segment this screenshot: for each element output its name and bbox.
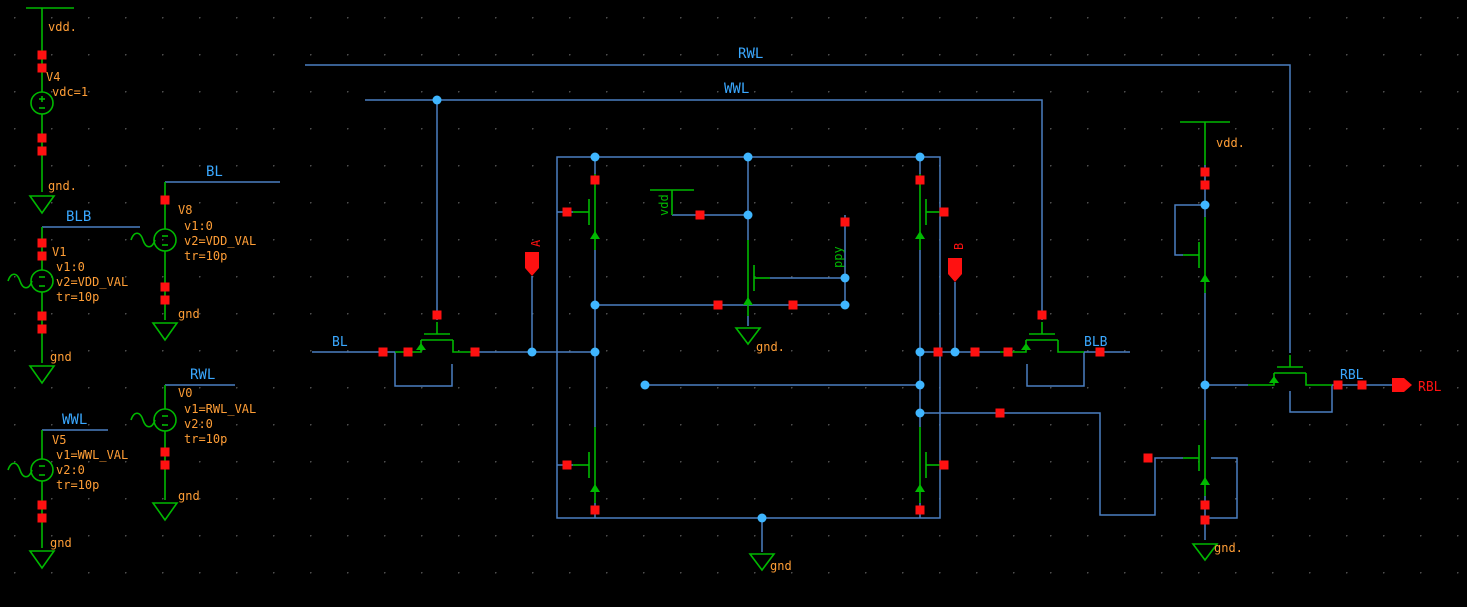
label-v4-gnd[interactable]: gnd. <box>48 179 77 193</box>
label-v8-gnd[interactable]: gnd <box>178 307 200 321</box>
port-label-a[interactable]: A <box>529 239 543 247</box>
label-v0-name[interactable]: V0 <box>178 386 192 400</box>
gnd-symbol-v8[interactable] <box>151 322 179 342</box>
net-label-blb[interactable]: BLB <box>1084 335 1108 350</box>
diode-loop <box>1174 204 1205 256</box>
label-v1-name[interactable]: V1 <box>52 245 66 259</box>
port-label-b[interactable]: B <box>952 243 966 250</box>
net-label-wwl-src[interactable]: WWL <box>62 412 87 428</box>
gnd-symbol-v0[interactable] <box>151 502 179 522</box>
gnd-symbol-v4[interactable] <box>28 195 56 215</box>
net-label-rwl-src[interactable]: RWL <box>190 367 215 383</box>
labels: vdd. V4 vdc=1 gnd. BLB V1 v1:0 v2=VDD_VA… <box>46 20 1442 573</box>
gnd-symbol-right[interactable] <box>1191 543 1219 562</box>
net-label-rbl[interactable]: RBL <box>1340 368 1364 383</box>
label-vdd-right[interactable]: vdd. <box>1216 136 1245 150</box>
cell-outline <box>556 156 941 519</box>
net-label-bl-src[interactable]: BL <box>206 164 223 180</box>
ports[interactable] <box>525 252 1412 392</box>
rwl-wire <box>305 64 1291 353</box>
label-gnd-cell[interactable]: gnd <box>770 559 792 573</box>
label-ppy[interactable]: ppy <box>831 246 845 268</box>
vdd-symbol-top-left[interactable] <box>26 7 74 92</box>
bulk-loop-access-left <box>394 352 453 387</box>
wwl-wire <box>365 99 1043 320</box>
label-v5-name[interactable]: V5 <box>52 433 66 447</box>
label-v5-p3[interactable]: tr=10p <box>56 478 99 492</box>
label-v5-p2[interactable]: v2:0 <box>56 463 85 477</box>
vdd-symbol-right[interactable] <box>1180 121 1230 165</box>
devices[interactable] <box>7 7 1333 572</box>
label-v1-gnd[interactable]: gnd <box>50 350 72 364</box>
gnd-symbol-v5[interactable] <box>28 550 56 570</box>
label-v8-p3[interactable]: tr=10p <box>184 249 227 263</box>
vdd-symbol-mid[interactable] <box>650 189 694 215</box>
bulk-loop-access-right <box>1026 352 1085 387</box>
label-v8-p2[interactable]: v2=VDD_VAL <box>184 234 256 248</box>
net-label-blb-src[interactable]: BLB <box>66 209 91 225</box>
port-b-symbol[interactable] <box>948 258 962 282</box>
port-a-symbol[interactable] <box>525 252 539 276</box>
label-v5-gnd[interactable]: gnd <box>50 536 72 550</box>
label-v5-p1[interactable]: v1=WWL_VAL <box>56 448 128 462</box>
bulk-loop-read <box>1289 385 1333 413</box>
label-v0-p3[interactable]: tr=10p <box>184 432 227 446</box>
gnd-symbol-mid[interactable] <box>734 327 762 346</box>
net-label-rwl[interactable]: RWL <box>738 46 763 62</box>
label-gnd-mid[interactable]: gnd. <box>756 340 785 354</box>
label-gnd-right[interactable]: gnd. <box>1214 541 1243 555</box>
label-vdd-mid[interactable]: vdd <box>657 194 671 216</box>
wires[interactable] <box>42 64 1392 552</box>
net-label-bl[interactable]: BL <box>332 335 348 350</box>
port-rbl-symbol[interactable] <box>1392 378 1412 392</box>
net-label-wwl[interactable]: WWL <box>724 81 749 97</box>
label-v8-name[interactable]: V8 <box>178 203 192 217</box>
gnd-symbol-v1[interactable] <box>28 365 56 385</box>
label-v1-p2[interactable]: v2=VDD_VAL <box>56 275 128 289</box>
label-v1-p3[interactable]: tr=10p <box>56 290 99 304</box>
label-v0-p2[interactable]: v2:0 <box>184 417 213 431</box>
label-v4-name[interactable]: V4 <box>46 70 60 84</box>
read-gate-route <box>920 412 1183 516</box>
label-v8-p1[interactable]: v1:0 <box>184 219 213 233</box>
label-v4-param[interactable]: vdc=1 <box>52 85 88 99</box>
port-label-rbl[interactable]: RBL <box>1418 380 1442 395</box>
label-v0-p1[interactable]: v1=RWL_VAL <box>184 402 256 416</box>
label-v0-gnd[interactable]: gnd <box>178 489 200 503</box>
label-v1-p1[interactable]: v1:0 <box>56 260 85 274</box>
bulk-loop-lower-right <box>1205 457 1238 519</box>
label-vdd-top-left[interactable]: vdd. <box>48 20 77 34</box>
gnd-symbol-cell[interactable] <box>748 553 776 572</box>
